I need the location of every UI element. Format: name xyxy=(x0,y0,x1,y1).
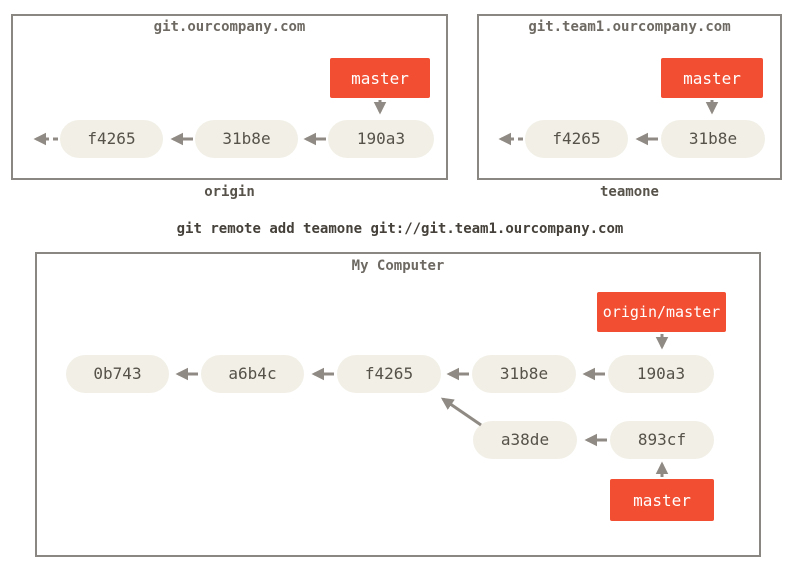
local-commit-a38de: a38de xyxy=(473,421,577,459)
teamone-master-branch-label: master xyxy=(661,58,763,98)
local-commit-a6b4c: a6b4c xyxy=(201,355,304,393)
origin-repo-caption: origin xyxy=(204,184,255,200)
origin-repo-title: git.ourcompany.com xyxy=(153,19,306,35)
origin-commit-f4265: f4265 xyxy=(60,120,163,158)
my-computer-title: My Computer xyxy=(351,258,445,274)
teamone-repo-caption: teamone xyxy=(599,184,659,200)
local-master-branch-label: master xyxy=(610,479,714,521)
origin-master-branch-label: master xyxy=(330,58,430,98)
teamone-repo-box xyxy=(477,14,782,180)
origin-commit-190a3: 190a3 xyxy=(328,120,434,158)
teamone-commit-31b8e: 31b8e xyxy=(661,120,765,158)
my-computer-box xyxy=(35,252,761,557)
local-commit-31b8e: 31b8e xyxy=(472,355,576,393)
git-command-text: git remote add teamone git://git.team1.o… xyxy=(176,221,624,237)
local-commit-f4265: f4265 xyxy=(337,355,441,393)
origin-commit-31b8e: 31b8e xyxy=(195,120,298,158)
local-commit-893cf: 893cf xyxy=(610,421,714,459)
local-commit-0b743: 0b743 xyxy=(66,355,169,393)
teamone-commit-f4265: f4265 xyxy=(525,120,628,158)
origin-repo-box xyxy=(11,14,448,180)
teamone-repo-title: git.team1.ourcompany.com xyxy=(528,19,731,35)
local-commit-190a3: 190a3 xyxy=(608,355,714,393)
local-origin-master-branch-label: origin/master xyxy=(597,292,726,332)
